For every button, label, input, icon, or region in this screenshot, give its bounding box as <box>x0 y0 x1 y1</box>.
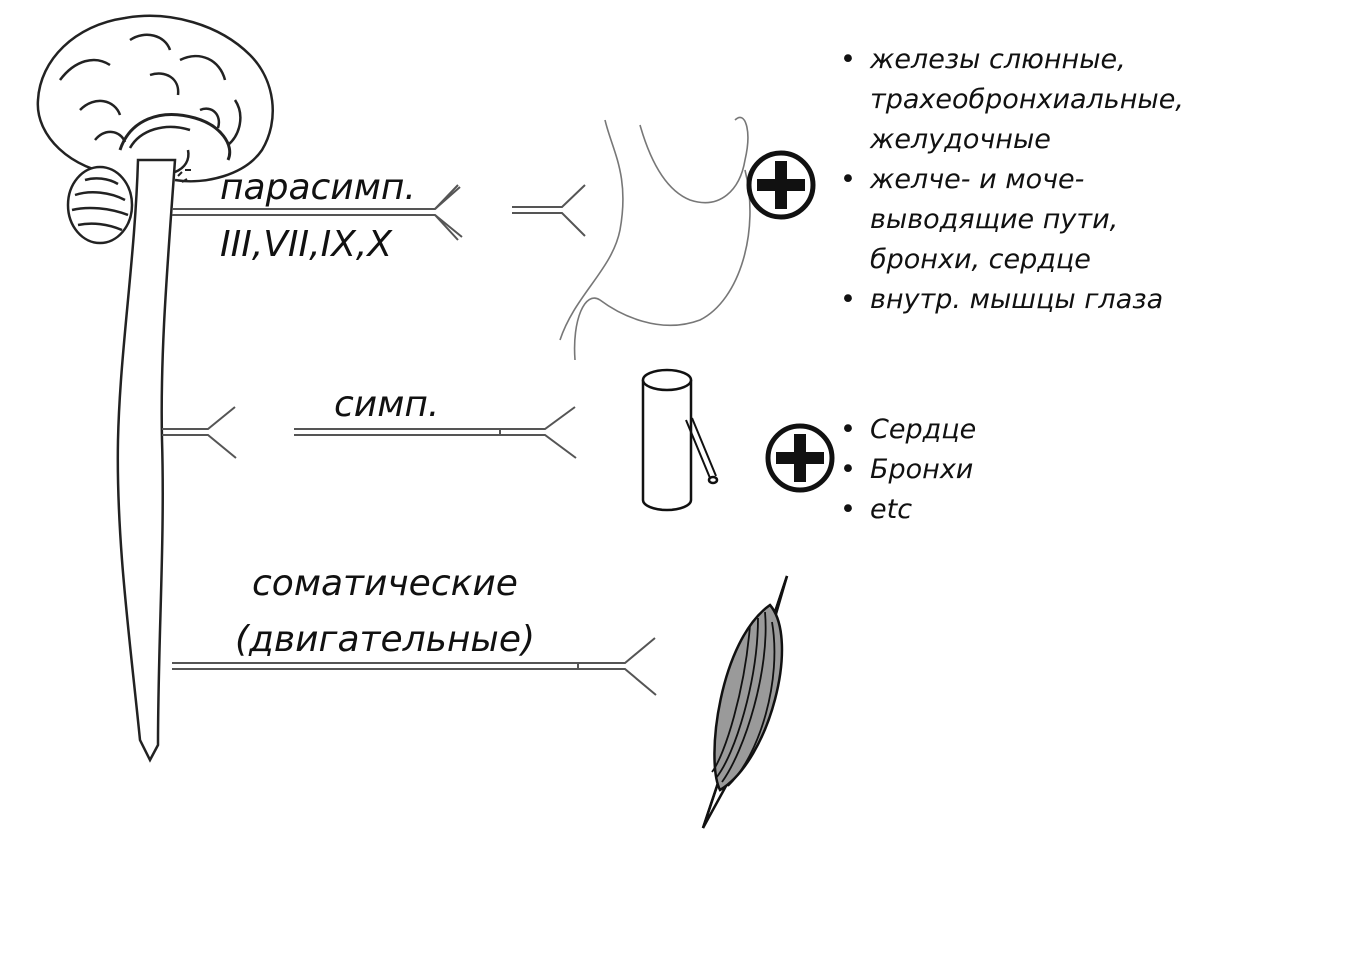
symp-label: симп. <box>334 384 440 425</box>
plus-circle-icon <box>765 423 835 493</box>
parasymp-target-list: •железы слюнные, трахеобронхиальные, жел… <box>840 40 1240 320</box>
parasymp-label: парасимп. <box>220 167 416 208</box>
parasymp-pathway <box>172 184 586 241</box>
parasymp-nerves-label: III,VII,IX,X <box>220 224 392 265</box>
list-item: •желче- и моче- выводящие пути, бронхи, … <box>840 164 1119 275</box>
list-item: •etc <box>840 494 913 525</box>
somatic-pathway <box>172 637 657 696</box>
vessel-icon <box>641 368 719 512</box>
muscle-icon <box>701 575 789 829</box>
symp-target-list: •Сердце •Бронхи •etc <box>840 410 1040 530</box>
plus-circle-icon <box>746 150 816 220</box>
spinal-cord-icon <box>116 158 177 763</box>
somatic-label: соматические <box>252 563 518 604</box>
symp-pathway <box>162 406 577 459</box>
list-item: •Сердце <box>840 414 977 445</box>
somatic-subtitle-label: (двигательные) <box>235 619 536 660</box>
list-item: •железы слюнные, трахеобронхиальные, жел… <box>840 44 1184 155</box>
list-item: •внутр. мышцы глаза <box>840 284 1164 315</box>
list-item: •Бронхи <box>840 454 974 485</box>
stomach-icon <box>559 116 751 361</box>
